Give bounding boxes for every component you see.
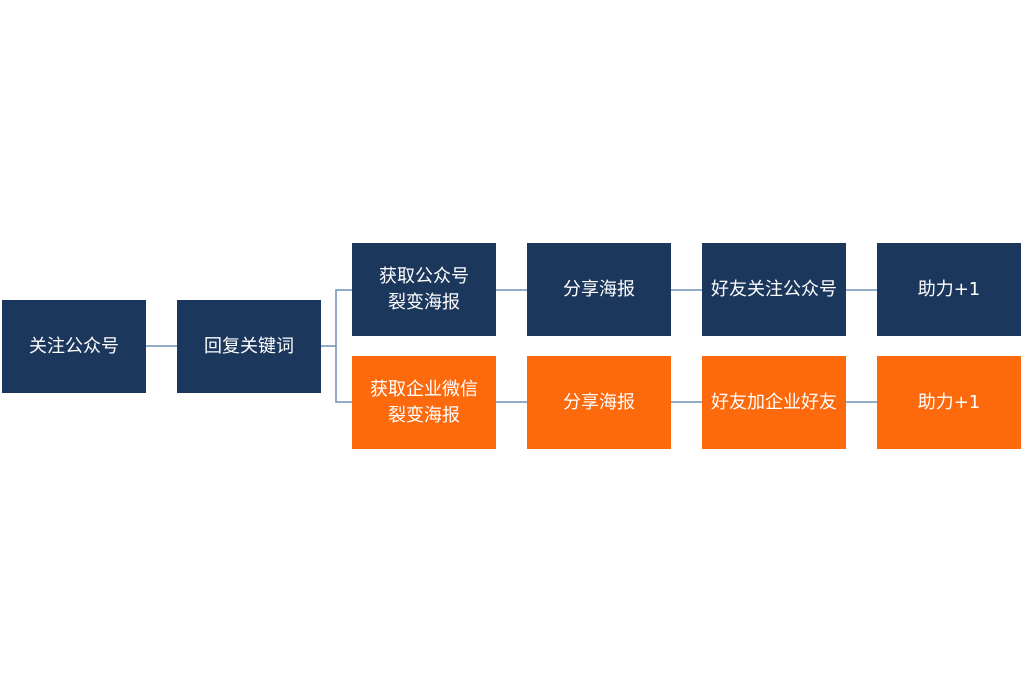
connector-branch-bracket bbox=[335, 289, 352, 403]
node-assist-plus-one-official: 助力+1 bbox=[877, 243, 1021, 336]
node-share-poster-wecom: 分享海报 bbox=[527, 356, 671, 449]
node-label: 回复关键词 bbox=[204, 335, 294, 357]
node-reply-keyword: 回复关键词 bbox=[177, 300, 321, 393]
node-share-poster-official: 分享海报 bbox=[527, 243, 671, 336]
node-label: 分享海报 bbox=[563, 278, 635, 300]
node-assist-plus-one-wecom: 助力+1 bbox=[877, 356, 1021, 449]
node-label: 好友加企业好友 bbox=[711, 391, 837, 413]
node-get-official-poster: 获取公众号 裂变海报 bbox=[352, 243, 496, 336]
node-friend-follows-official: 好友关注公众号 bbox=[702, 243, 846, 336]
node-label-line2: 裂变海报 bbox=[388, 291, 460, 313]
node-follow-official-account: 关注公众号 bbox=[2, 300, 146, 393]
node-label: 关注公众号 bbox=[29, 335, 119, 357]
node-label: 好友关注公众号 bbox=[711, 278, 837, 300]
node-label: 助力+1 bbox=[917, 278, 981, 300]
node-label: 分享海报 bbox=[563, 391, 635, 413]
node-label: 助力+1 bbox=[917, 391, 981, 413]
node-label-line2: 裂变海报 bbox=[388, 404, 460, 426]
node-friend-adds-wecom: 好友加企业好友 bbox=[702, 356, 846, 449]
node-label-line1: 获取公众号 bbox=[379, 265, 469, 287]
node-get-wecom-poster: 获取企业微信 裂变海报 bbox=[352, 356, 496, 449]
node-label-line1: 获取企业微信 bbox=[370, 378, 478, 400]
